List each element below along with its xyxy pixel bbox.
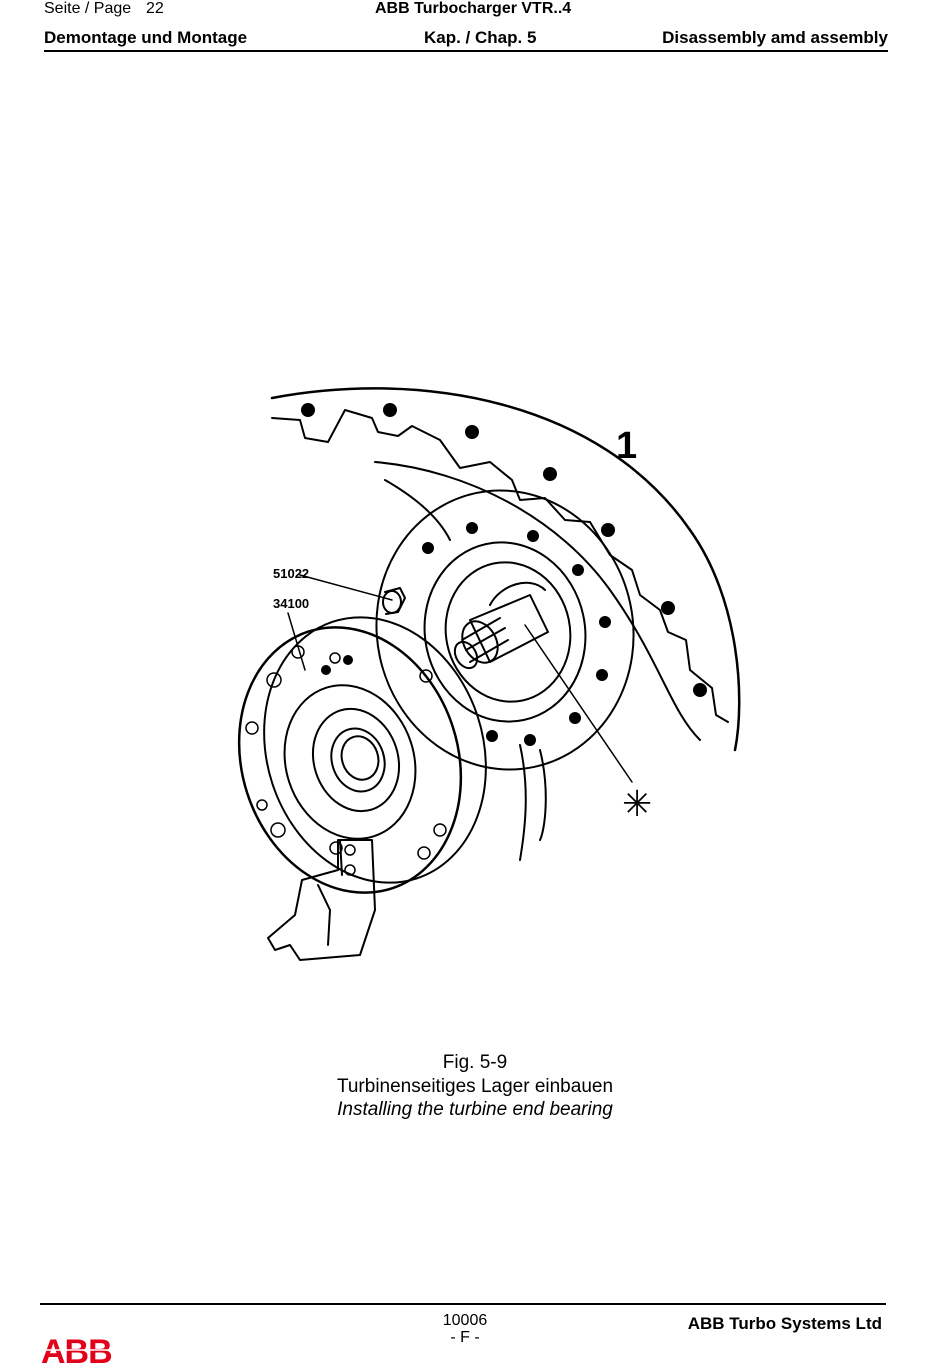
callout-symbol: ✳ bbox=[622, 784, 652, 825]
section-title-de: Demontage und Montage bbox=[44, 28, 248, 47]
footer-divider bbox=[40, 1303, 886, 1305]
callout-part-a: 51022 bbox=[273, 566, 309, 581]
product-title: ABB Turbocharger VTR..4 bbox=[375, 0, 572, 17]
page-header-top: Seite / Page 22 ABB Turbocharger VTR..4 bbox=[44, 0, 888, 20]
abb-logo-mark: ABB bbox=[41, 1333, 121, 1371]
doc-number: 10006 bbox=[442, 1312, 488, 1329]
chapter-label: Kap. / Chap. 5 bbox=[424, 28, 537, 47]
page-number: 22 bbox=[146, 0, 164, 17]
page-label: Seite / Page bbox=[44, 0, 132, 17]
callout-main: 1 bbox=[616, 425, 637, 467]
figure-title-en: Installing the turbine end bearing bbox=[337, 1099, 613, 1120]
figure-number: Fig. 5-9 bbox=[442, 1052, 508, 1073]
revision: - F - bbox=[450, 1329, 480, 1346]
page-header-bottom: Demontage und Montage Kap. / Chap. 5 Dis… bbox=[44, 28, 888, 52]
abb-logo: ABB bbox=[41, 1333, 121, 1372]
abb-logo-text: ABB bbox=[41, 1333, 112, 1367]
figure-title-de: Turbinenseitiges Lager einbauen bbox=[336, 1076, 614, 1097]
section-title-en: Disassembly amd assembly bbox=[662, 28, 888, 47]
bearing-drawing: 1 51022 34100 ✳ bbox=[237, 387, 741, 961]
callout-part-b: 34100 bbox=[273, 596, 309, 611]
technical-drawing: 1 51022 34100 ✳ bbox=[0, 370, 950, 970]
company-name: ABB Turbo Systems Ltd bbox=[687, 1314, 882, 1333]
